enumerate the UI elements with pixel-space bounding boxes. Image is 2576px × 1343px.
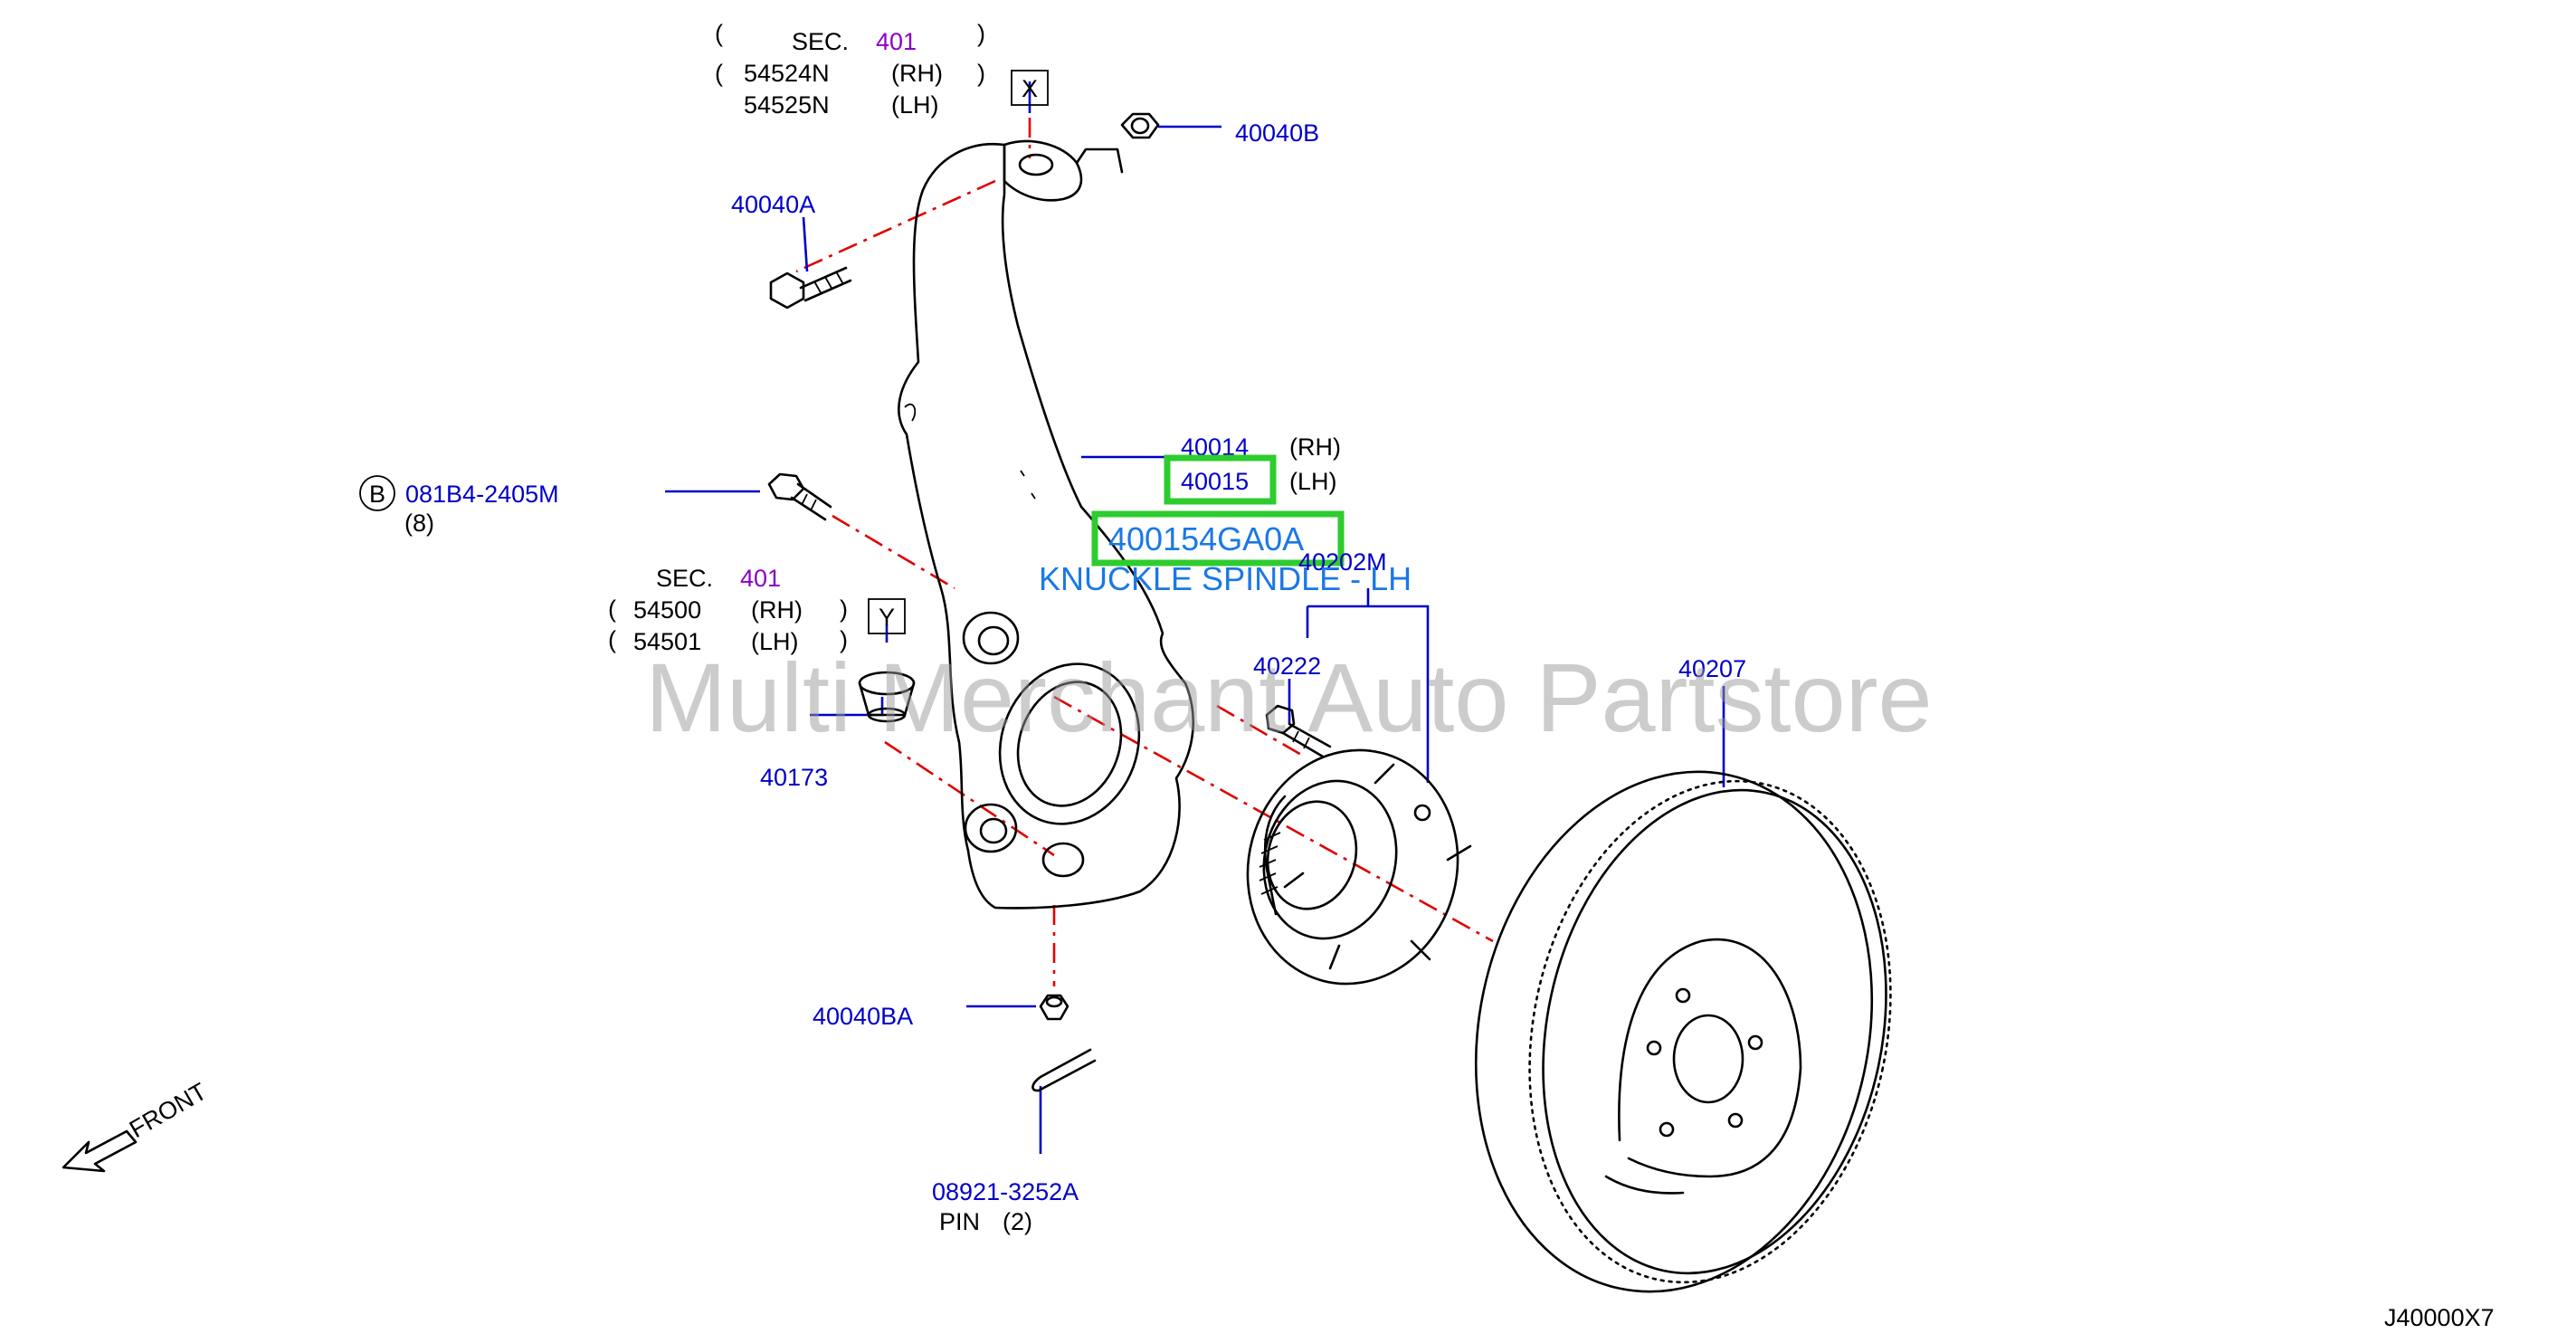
highlight-box-part-number <box>1091 510 1345 567</box>
leader-lines <box>665 81 1725 1154</box>
label-40040a: 40040A <box>731 191 815 218</box>
svg-text:54524N: 54524N <box>744 60 830 87</box>
svg-text:401: 401 <box>740 565 781 592</box>
reference-box-y: Y <box>868 598 906 634</box>
svg-text:(LH): (LH) <box>751 628 799 655</box>
hub-assembly <box>1246 748 1472 986</box>
svg-text:(RH): (RH) <box>891 60 943 87</box>
svg-text:): ) <box>840 595 848 623</box>
callout-sec-401-mid: SEC. 401 ( ( 54500 (RH) 54501 (LH) ) ) <box>608 565 848 655</box>
label-40040ba: 40040BA <box>813 1003 913 1030</box>
badge-b: B <box>359 475 395 511</box>
svg-text:54500: 54500 <box>633 596 701 624</box>
svg-text:(: ( <box>608 626 616 653</box>
svg-text:(: ( <box>715 60 723 87</box>
label-40222: 40222 <box>1253 652 1321 680</box>
svg-text:X: X <box>1022 75 1038 102</box>
nut-40040ba-icon <box>1039 994 1069 1021</box>
svg-text:(LH): (LH) <box>891 91 939 119</box>
diagram-code: J40000X7 <box>2384 1304 2495 1331</box>
nut-40040b-icon <box>1120 112 1160 139</box>
label-40173: 40173 <box>760 764 828 791</box>
svg-text:): ) <box>977 20 985 47</box>
hub-bolt-40222-icon <box>1265 704 1332 758</box>
label-40015: 40015 <box>1181 468 1249 495</box>
callout-sec-401-top: SEC. 401 ( ( 54524N (RH) 54525N (LH) ) ) <box>715 20 985 119</box>
bushing-40173-icon <box>858 671 916 723</box>
svg-text:SEC.: SEC. <box>656 565 713 592</box>
label-081b4-2405m: 081B4-2405M <box>405 481 559 508</box>
svg-text:(: ( <box>608 595 616 623</box>
front-label: FRONT <box>125 1078 212 1143</box>
svg-text:B: B <box>369 481 385 508</box>
label-40207: 40207 <box>1678 655 1746 682</box>
label-pin-desc: PIN <box>939 1208 980 1235</box>
label-40015-side: (LH) <box>1289 468 1337 495</box>
bolt-40040a-icon <box>769 266 852 310</box>
cotter-pin-icon <box>1031 1048 1097 1092</box>
label-08921-3252a: 08921-3252A <box>932 1178 1079 1205</box>
svg-text:(RH): (RH) <box>751 596 803 624</box>
highlight-box-40015 <box>1164 454 1277 505</box>
svg-text:SEC.: SEC. <box>792 28 849 55</box>
front-arrow-icon <box>62 1129 138 1173</box>
label-40014-side: (RH) <box>1289 433 1341 461</box>
steering-knuckle <box>898 139 1194 910</box>
svg-text:Y: Y <box>879 604 895 631</box>
reference-box-x: X <box>1011 70 1049 106</box>
svg-text:): ) <box>840 626 848 653</box>
highlight-description: KNUCKLE SPINDLE - LH <box>1039 560 1412 597</box>
svg-text:401: 401 <box>876 28 917 55</box>
highlight-part-number: 400154GA0A <box>1108 520 1304 557</box>
bolt-081b4-icon <box>767 472 832 521</box>
center-lines <box>795 118 1494 986</box>
svg-text:54525N: 54525N <box>744 91 830 119</box>
label-40202m: 40202M <box>1298 548 1387 576</box>
watermark: Multi Merchant Auto Partstore <box>645 643 1933 752</box>
label-pin-qty: (2) <box>1003 1208 1032 1235</box>
label-40040b: 40040B <box>1235 119 1319 147</box>
brake-rotor <box>1474 770 1892 1293</box>
label-081b4-qty: (8) <box>404 510 434 537</box>
svg-text:(: ( <box>715 20 723 47</box>
svg-text:54501: 54501 <box>633 628 701 655</box>
svg-text:): ) <box>977 60 985 87</box>
